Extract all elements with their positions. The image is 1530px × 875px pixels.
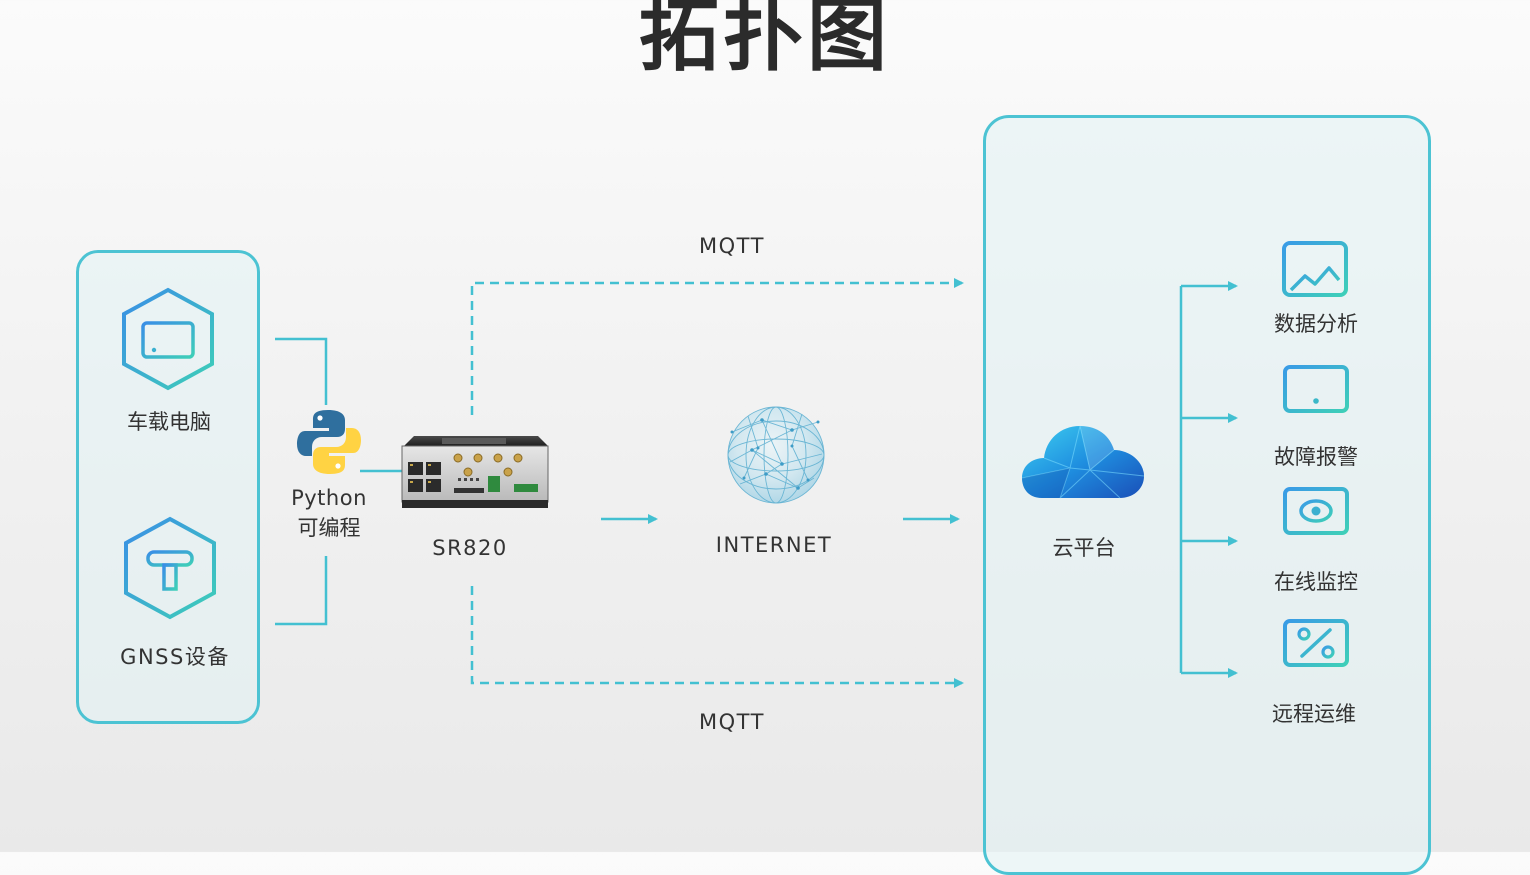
remote-maintenance-icon: [1283, 619, 1349, 679]
feature-label-2: 故障报警: [1274, 445, 1358, 469]
mqtt-top-line: [470, 278, 964, 415]
mqtt-top-label: MQTT: [699, 234, 765, 258]
router-model-label: SR820: [432, 536, 508, 560]
python-label: Python: [291, 486, 367, 510]
feature-label-3: 在线监控: [1274, 570, 1358, 594]
gnss-label: GNSS设备: [120, 645, 230, 669]
python-programmable-label: 可编程: [297, 516, 361, 540]
connector-lines: [275, 278, 1238, 688]
internet-label: INTERNET: [715, 533, 833, 557]
feature-label-1: 数据分析: [1274, 312, 1358, 336]
mqtt-bottom-line: [470, 586, 964, 688]
cloud-platform-label: 云平台: [1052, 536, 1116, 560]
page-title: 拓扑图: [639, 0, 891, 82]
device-bracket: [275, 337, 402, 626]
vehicle-computer-icon: [122, 287, 214, 391]
device-panel: [76, 250, 260, 724]
data-analysis-icon: [1282, 241, 1348, 297]
python-logo-icon: [297, 410, 361, 474]
fault-alarm-icon: [1283, 365, 1349, 425]
gnss-antenna-icon: [124, 516, 216, 620]
feature-label-4: 远程运维: [1272, 702, 1356, 726]
online-monitoring-icon: [1283, 487, 1349, 547]
mqtt-bottom-label: MQTT: [699, 710, 765, 734]
cloud-platform-icon: [1021, 425, 1145, 499]
internet-globe-icon: [727, 406, 825, 504]
vehicle-pc-label: 车载电脑: [127, 410, 211, 434]
feature-branches: [1179, 281, 1238, 678]
router-device-icon: [401, 436, 549, 508]
